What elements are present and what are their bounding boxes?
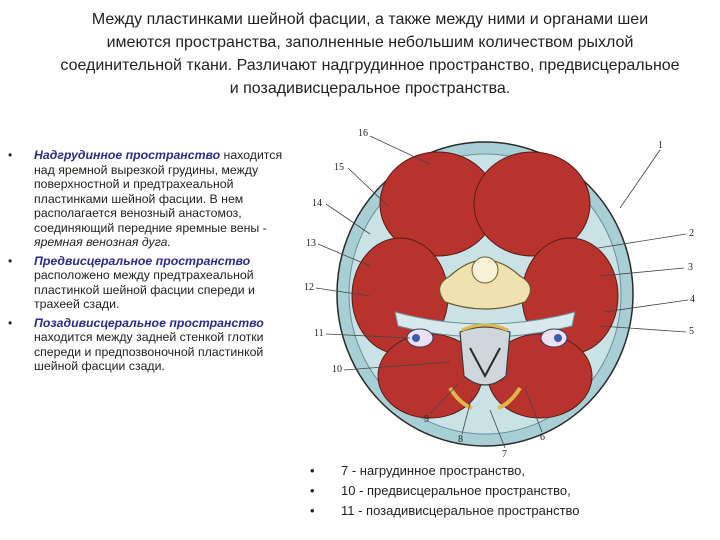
legend-item: • 10 - предвисцеральное пространство, [310,481,580,501]
neck-cross-section-figure: 16 15 14 13 12 11 10 9 8 7 6 5 4 3 2 1 [304,128,695,460]
retrovisceral-space [461,323,509,332]
figure-label-4: 4 [690,294,695,305]
figure-label-3: 3 [688,262,693,273]
figure-label-12: 12 [304,282,314,293]
legend-dot: • [310,463,315,478]
figure-label-14: 14 [312,198,322,209]
legend-text: 10 - предвисцеральное пространство, [341,483,571,498]
bullet-italic: яремная венозная дуга. [34,235,171,249]
figure-label-15: 15 [334,162,344,173]
figure-label-16: 16 [358,128,368,139]
figure-label-10: 10 [332,364,342,375]
legend-dot: • [310,503,315,518]
legend-item: • 11 - позадивисцеральное пространство [310,501,580,521]
larynx-cartilage [469,347,501,379]
bullet-item-previsceral: • Предвисцеральное пространство располож… [8,254,298,312]
vessel-right-inner [554,334,562,342]
figure-label-2: 2 [689,228,694,239]
figure-label-13: 13 [306,238,316,249]
legend-dot: • [310,483,315,498]
bullet-term: Позадивисцеральное пространство [34,315,264,330]
bullet-list: • Надгрудинное пространство находится на… [8,148,298,374]
bullet-item-retrovisceral: • Позадивисцеральное пространство находи… [8,316,298,374]
figure-label-5: 5 [689,326,694,337]
leader-lines [315,135,689,449]
slide-title: Между пластинками шейной фасции, а также… [60,11,680,97]
bullet-dot: • [8,148,13,162]
figure-label-7: 7 [502,449,507,460]
bullet-item-suprasternal: • Надгрудинное пространство находится на… [8,148,298,250]
figure-legend: • 7 - нагрудинное пространство, • 10 - пре… [310,461,580,521]
legend-text: 7 - нагрудинное пространство, [341,463,526,478]
figure-label-6: 6 [540,432,545,443]
bullet-dot: • [8,315,13,330]
bullet-term: Предвисцеральное пространство [34,253,251,268]
spinal-canal [471,256,499,284]
suprasternal-space-right [497,386,522,410]
figure-label-8: 8 [458,434,463,445]
bullet-dot: • [8,253,13,268]
figure-label-11: 11 [314,328,324,339]
bullet-text: расположено между предтрахеальной пласти… [34,268,255,311]
bullet-text: находится над яремной вырезкой грудины, … [34,148,283,235]
legend-item: • 7 - нагрудинное пространство, [310,461,580,481]
vessel-left-inner [412,334,420,342]
figure-label-1: 1 [658,140,663,151]
pharynx [459,326,511,386]
figure-label-9: 9 [424,414,429,425]
legend-text: 11 - позадивисцеральное пространство [341,503,580,518]
bullet-term: Надгрудинное пространство [34,148,221,162]
bullet-text: находится между задней стенкой глотки сп… [34,330,264,373]
upper-muscle-right [473,151,591,257]
